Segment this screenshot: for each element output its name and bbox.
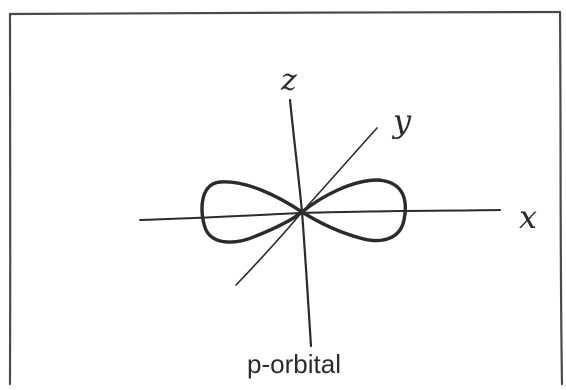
x-axis-line — [139, 209, 501, 221]
x-axis-label: x — [519, 198, 537, 236]
frame-top — [8, 10, 562, 16]
diagram-caption: p-orbital — [247, 349, 341, 379]
frame — [8, 10, 564, 386]
axis-labels: z y x — [280, 63, 537, 236]
z-axis-label: z — [280, 63, 297, 98]
frame-left — [8, 12, 12, 386]
right-lobe — [300, 178, 408, 243]
frame-right — [558, 10, 564, 386]
left-lobe — [200, 180, 304, 244]
y-axis-label: y — [391, 102, 412, 140]
p-orbital-lobes — [200, 178, 408, 244]
